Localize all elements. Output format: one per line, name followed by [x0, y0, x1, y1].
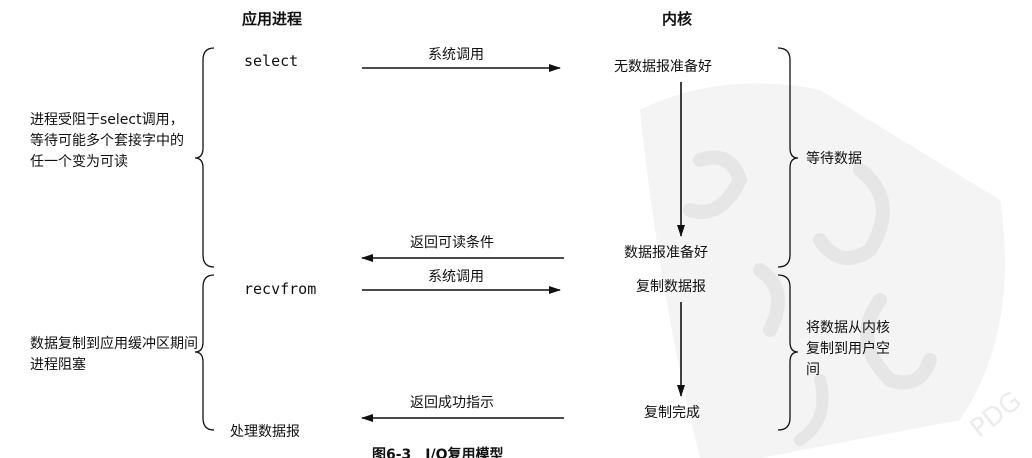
return-readable-label: 返回可读条件 [410, 235, 494, 251]
kernel-header: 内核 [662, 10, 693, 28]
syscall-label-2: 系统调用 [428, 269, 484, 285]
blocked-on-copy-note: 数据复制到应用缓冲区期间进程阻塞 [30, 336, 198, 373]
copy-complete-label: 复制完成 [644, 405, 700, 421]
select-call-label: select [244, 52, 299, 70]
app-process-header: 应用进程 [242, 10, 303, 28]
recvfrom-call-label: recvfrom [244, 280, 317, 298]
wait-for-data-note: 等待数据 [806, 151, 862, 167]
blocked-on-select-note: 进程受阻于select调用，等待可能多个套接字中的任一个变为可读 [30, 112, 184, 170]
right-brace-wait [777, 47, 799, 268]
return-success-label: 返回成功指示 [410, 395, 494, 411]
process-datagram-label: 处理数据报 [230, 424, 300, 440]
syscall-label-1: 系统调用 [428, 47, 484, 63]
copy-datagram-label: 复制数据报 [636, 279, 706, 295]
no-datagram-ready-label: 无数据报准备好 [614, 59, 712, 75]
copy-to-user-space-note: 将数据从内核复制到用户空间 [806, 320, 890, 378]
figure-caption: 图6-3 I/O复用模型 [372, 447, 504, 458]
left-brace-copy [194, 274, 215, 431]
left-brace-select [194, 47, 215, 268]
right-brace-copy [777, 274, 799, 431]
datagram-ready-label: 数据报准备好 [624, 245, 708, 261]
